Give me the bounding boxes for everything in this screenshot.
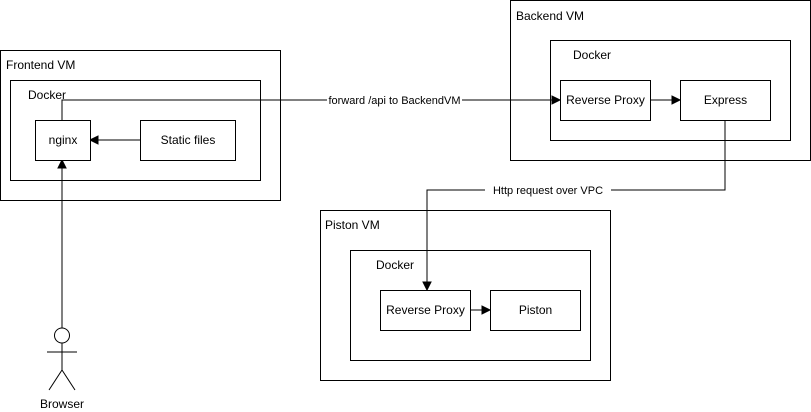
node-express-box bbox=[680, 80, 771, 121]
edge-proxy-to-piston bbox=[470, 305, 492, 315]
node-static-files-label: Static files bbox=[161, 133, 216, 147]
edge-proxy-to-piston-arrowhead bbox=[481, 305, 492, 315]
edge-browser-to-nginx bbox=[57, 158, 67, 328]
edge-static-to-nginx bbox=[88, 135, 140, 145]
piston-vm-label: Piston VM bbox=[325, 218, 380, 232]
edge-forward-api-arrowhead bbox=[551, 95, 562, 105]
node-backend-reverse-proxy: Reverse Proxy bbox=[560, 80, 651, 121]
backend-docker-label: Docker bbox=[573, 48, 611, 62]
node-piston-reverse-proxy-box bbox=[380, 290, 471, 331]
node-piston-box bbox=[490, 290, 581, 331]
node-piston-label: Piston bbox=[519, 303, 552, 317]
node-express-label: Express bbox=[704, 93, 747, 107]
node-piston-reverse-proxy: Reverse Proxy bbox=[380, 290, 471, 331]
edge-browser-to-nginx-arrowhead bbox=[57, 158, 67, 169]
node-backend-reverse-proxy-box bbox=[560, 80, 651, 121]
edge-http-vpc-label: Http request over VPC bbox=[493, 185, 603, 197]
node-nginx: nginx bbox=[35, 120, 91, 161]
stick-figure-icon bbox=[47, 327, 77, 391]
edge-http-vpc-arrowhead bbox=[422, 281, 432, 292]
node-express: Express bbox=[680, 80, 771, 121]
frontend-vm-label: Frontend VM bbox=[6, 58, 75, 72]
frontend-docker-label: Docker bbox=[28, 88, 66, 102]
actor-browser-label: Browser bbox=[40, 397, 84, 411]
edge-proxy-to-express bbox=[650, 95, 682, 105]
node-nginx-box bbox=[35, 120, 91, 161]
edge-http-vpc-label-bg bbox=[485, 183, 611, 197]
edge-static-to-nginx-arrowhead bbox=[88, 135, 99, 145]
node-static-files: Static files bbox=[140, 120, 236, 161]
edge-forward-api: forward /api to BackendVM bbox=[61, 93, 562, 120]
node-piston-reverse-proxy-label: Reverse Proxy bbox=[386, 303, 465, 317]
node-backend-reverse-proxy-label: Reverse Proxy bbox=[566, 93, 645, 107]
edge-proxy-to-express-arrowhead bbox=[671, 95, 682, 105]
piston-docker-label: Docker bbox=[376, 258, 414, 272]
node-static-files-box bbox=[140, 120, 236, 161]
actor-browser: Browser bbox=[40, 327, 84, 411]
backend-vm-label: Backend VM bbox=[516, 9, 584, 23]
node-piston: Piston bbox=[490, 290, 581, 331]
edge-forward-api-label: forward /api to BackendVM bbox=[328, 95, 460, 107]
node-nginx-label: nginx bbox=[49, 133, 78, 147]
edge-http-vpc: Http request over VPC bbox=[422, 120, 726, 292]
edge-forward-api-label-bg bbox=[327, 93, 462, 107]
